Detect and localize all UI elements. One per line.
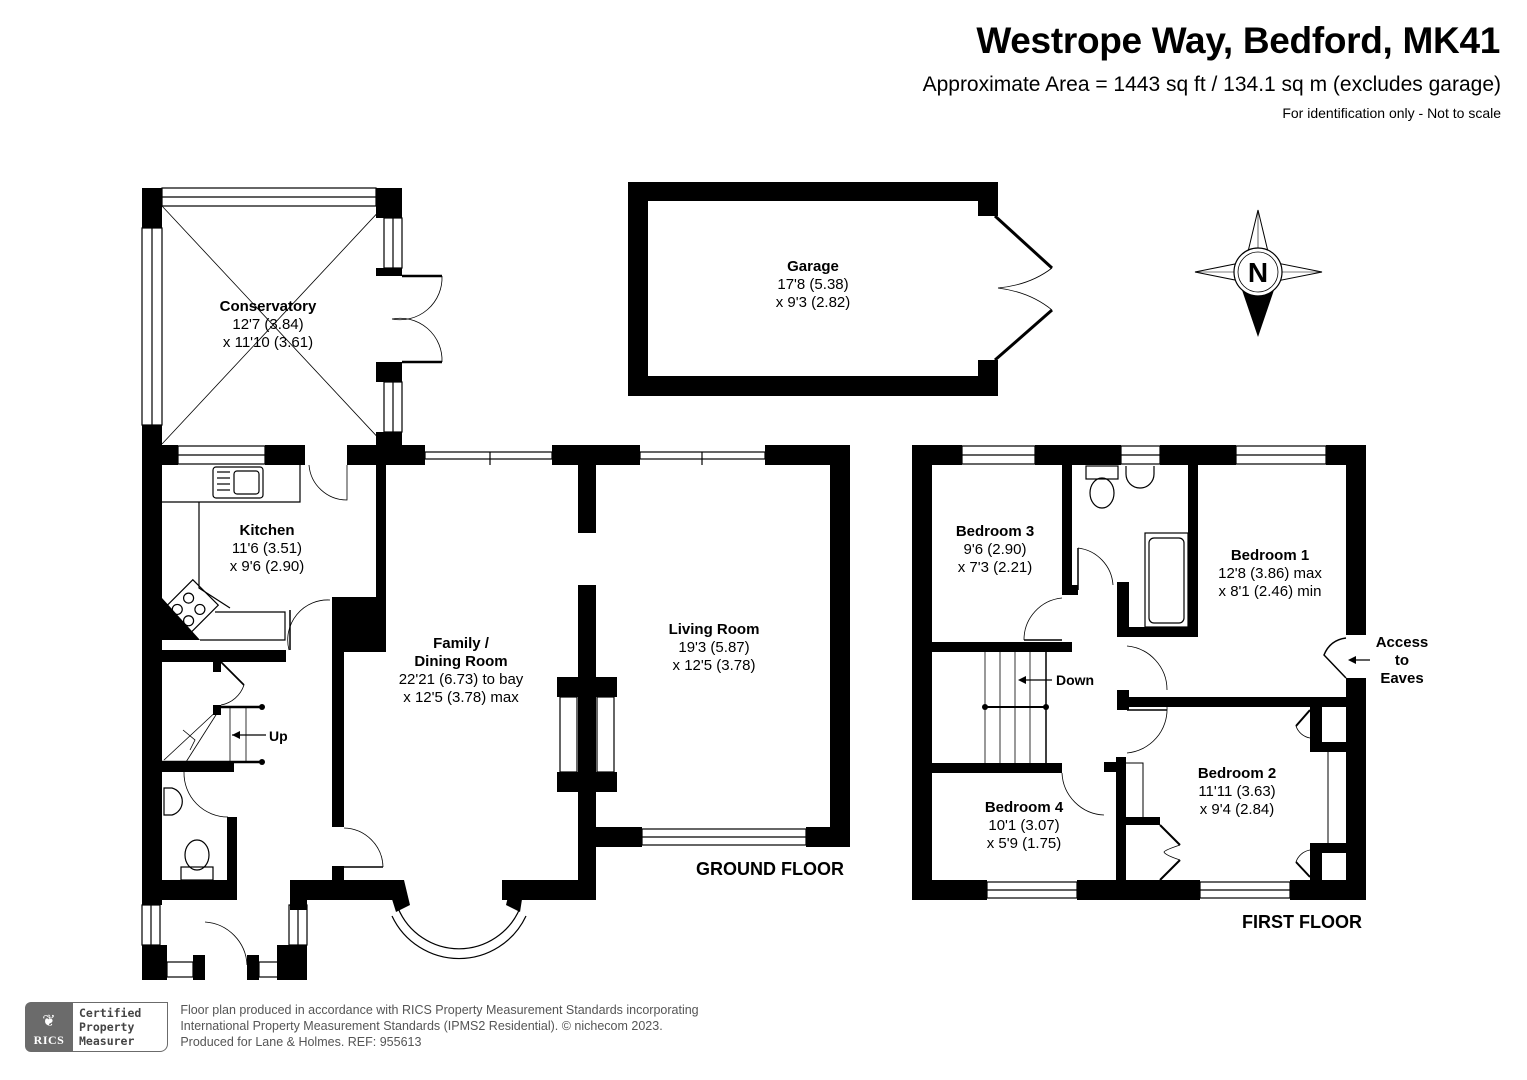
svg-text:9'6 (2.90): 9'6 (2.90) <box>964 541 1027 558</box>
svg-text:x 7'3 (2.21): x 7'3 (2.21) <box>958 559 1033 576</box>
svg-text:17'8 (5.38): 17'8 (5.38) <box>777 276 848 293</box>
stairs-up-label: Up <box>269 728 288 744</box>
svg-text:Kitchen: Kitchen <box>239 522 294 539</box>
svg-text:Eaves: Eaves <box>1380 670 1423 687</box>
footer-disclaimer: Floor plan produced in accordance with R… <box>180 1003 699 1049</box>
svg-text:12'7 (3.84): 12'7 (3.84) <box>232 316 303 333</box>
room-bedroom-2: Bedroom 2 11'11 (3.63) x 9'4 (2.84) <box>1198 765 1276 818</box>
ground-floor-walls <box>142 445 850 980</box>
room-bedroom-4: Bedroom 4 10'1 (3.07) x 5'9 (1.75) <box>985 799 1064 852</box>
ground-floor-label: GROUND FLOOR <box>696 859 844 879</box>
svg-text:x 8'1 (2.46) min: x 8'1 (2.46) min <box>1219 583 1322 600</box>
svg-text:x 9'3 (2.82): x 9'3 (2.82) <box>776 294 851 311</box>
rics-badge: ❦ RICS Certified Property Measurer <box>25 1002 169 1052</box>
svg-text:x 12'5 (3.78): x 12'5 (3.78) <box>673 657 756 674</box>
room-conservatory: Conservatory 12'7 (3.84) x 11'10 (3.61) <box>220 298 317 351</box>
svg-text:to: to <box>1395 652 1409 669</box>
svg-text:Living Room: Living Room <box>669 621 760 638</box>
eaves-access-label: Access to Eaves <box>1376 634 1429 687</box>
svg-text:Access: Access <box>1376 634 1429 651</box>
first-floor-walls <box>912 445 1366 900</box>
svg-text:Bedroom 3: Bedroom 3 <box>956 523 1034 540</box>
svg-text:Conservatory: Conservatory <box>220 298 317 315</box>
north-compass-icon <box>1194 209 1323 337</box>
svg-text:10'1 (3.07): 10'1 (3.07) <box>988 817 1059 834</box>
property-title: Westrope Way, Bedford, MK41 <box>976 20 1500 61</box>
first-floor-label: FIRST FLOOR <box>1242 912 1362 932</box>
svg-text:Family /: Family / <box>433 635 490 652</box>
approximate-area: Approximate Area = 1443 sq ft / 134.1 sq… <box>922 73 1501 96</box>
room-bedroom-3: Bedroom 3 9'6 (2.90) x 7'3 (2.21) <box>956 523 1034 576</box>
room-garage: Garage 17'8 (5.38) x 9'3 (2.82) <box>776 258 851 311</box>
svg-text:19'3 (5.87): 19'3 (5.87) <box>678 639 749 656</box>
room-kitchen: Kitchen 11'6 (3.51) x 9'6 (2.90) <box>230 522 305 575</box>
svg-text:x 9'6 (2.90): x 9'6 (2.90) <box>230 558 305 575</box>
svg-text:11'11 (3.63): 11'11 (3.63) <box>1198 783 1275 800</box>
svg-text:Bedroom 2: Bedroom 2 <box>1198 765 1276 782</box>
svg-text:Bedroom 1: Bedroom 1 <box>1231 547 1309 564</box>
certified-measurer-text: Certified Property Measurer <box>73 1002 169 1052</box>
svg-text:12'8 (3.86) max: 12'8 (3.86) max <box>1218 565 1322 582</box>
svg-text:x 9'4 (2.84): x 9'4 (2.84) <box>1200 801 1275 818</box>
stairs-down-label: Down <box>1056 672 1094 688</box>
svg-text:x 5'9 (1.75): x 5'9 (1.75) <box>987 835 1062 852</box>
room-family-dining: Family / Dining Room 22'21 (6.73) to bay… <box>399 635 524 706</box>
footer: ❦ RICS Certified Property Measurer Floor… <box>25 1002 699 1052</box>
svg-text:x 12'5 (3.78) max: x 12'5 (3.78) max <box>403 689 519 706</box>
scale-disclaimer: For identification only - Not to scale <box>1282 105 1501 121</box>
svg-text:11'6 (3.51): 11'6 (3.51) <box>232 540 302 557</box>
svg-text:x 11'10 (3.61): x 11'10 (3.61) <box>223 334 313 351</box>
room-living: Living Room 19'3 (5.87) x 12'5 (3.78) <box>669 621 760 674</box>
svg-text:Dining Room: Dining Room <box>414 653 507 670</box>
svg-text:Garage: Garage <box>787 258 839 275</box>
rics-logo: ❦ RICS <box>25 1002 73 1052</box>
rics-lion-icon: ❦ <box>42 1013 56 1030</box>
svg-text:22'21 (6.73) to bay: 22'21 (6.73) to bay <box>399 671 524 688</box>
room-bedroom-1: Bedroom 1 12'8 (3.86) max x 8'1 (2.46) m… <box>1218 547 1322 600</box>
svg-text:Bedroom 4: Bedroom 4 <box>985 799 1064 816</box>
compass-north-label: N <box>1248 257 1268 288</box>
